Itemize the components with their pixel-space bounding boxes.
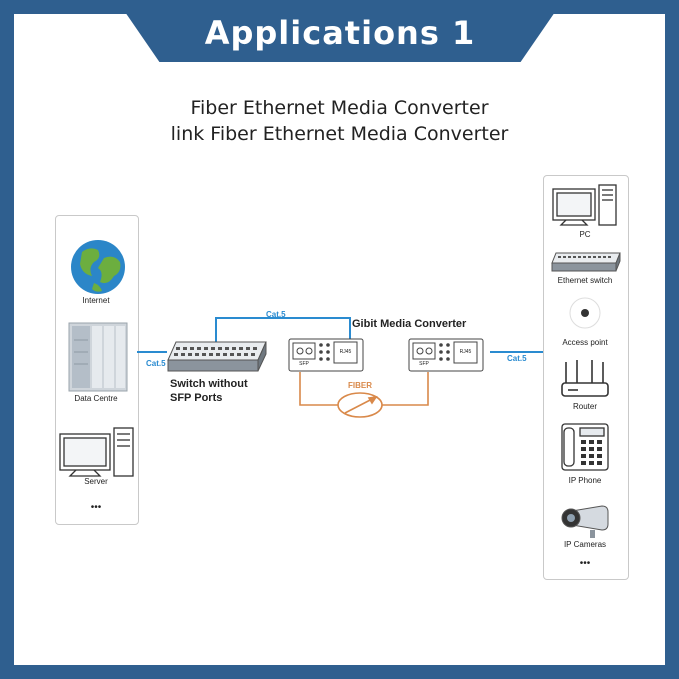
data-centre-icon [68,322,128,392]
server-label: Server [84,477,108,486]
fiber-label: FIBER [348,381,372,390]
ethernet-switch-label: Ethernet switch [557,276,613,285]
internet-label: Internet [82,296,110,305]
switch-label-line-1: Switch without [170,378,248,390]
cat5-cables [137,317,543,353]
sfp-label-1: SFP [299,361,309,367]
ethernet-switch-icon [551,252,621,272]
globe-icon [71,240,125,294]
ip-camera-icon [561,505,609,538]
switch-label-line-2: SFP Ports [170,392,223,404]
router-icon [561,360,609,397]
subtitle-line-1: Fiber Ethernet Media Converter [190,97,489,119]
cable-left-label: Cat.5 [146,359,166,368]
cable-top [215,317,351,342]
title-banner [125,12,555,62]
rj45-label-1: RJ45 [339,349,352,355]
cable-right-label: Cat.5 [507,354,527,363]
server-icon [59,427,134,477]
pc-label: PC [579,230,591,239]
media-converter-1-icon [288,338,364,372]
ip-phone-icon [561,423,609,471]
router-label: Router [572,402,597,411]
right-more-dots: ••• [579,558,591,569]
left-more-dots: ••• [90,502,102,513]
subtitle-line-2: link Fiber Ethernet Media Converter [170,123,509,145]
pc-icon [552,184,617,226]
rj45-label-2: RJ45 [459,349,472,355]
media-converter-2-icon [408,338,484,372]
data-centre-label: Data Centre [74,394,118,403]
cable-top-label: Cat.5 [266,310,286,319]
converter-title: Gibit Media Converter [352,318,467,330]
access-point-icon [569,297,601,329]
access-point-label: Access point [562,338,608,347]
fiber-cable [299,372,429,418]
switch-icon [167,341,267,372]
ip-phone-label: IP Phone [568,476,602,485]
ip-cameras-label: IP Cameras [563,540,607,549]
page-title: Applications 1 [204,14,476,52]
sfp-label-2: SFP [419,361,429,367]
